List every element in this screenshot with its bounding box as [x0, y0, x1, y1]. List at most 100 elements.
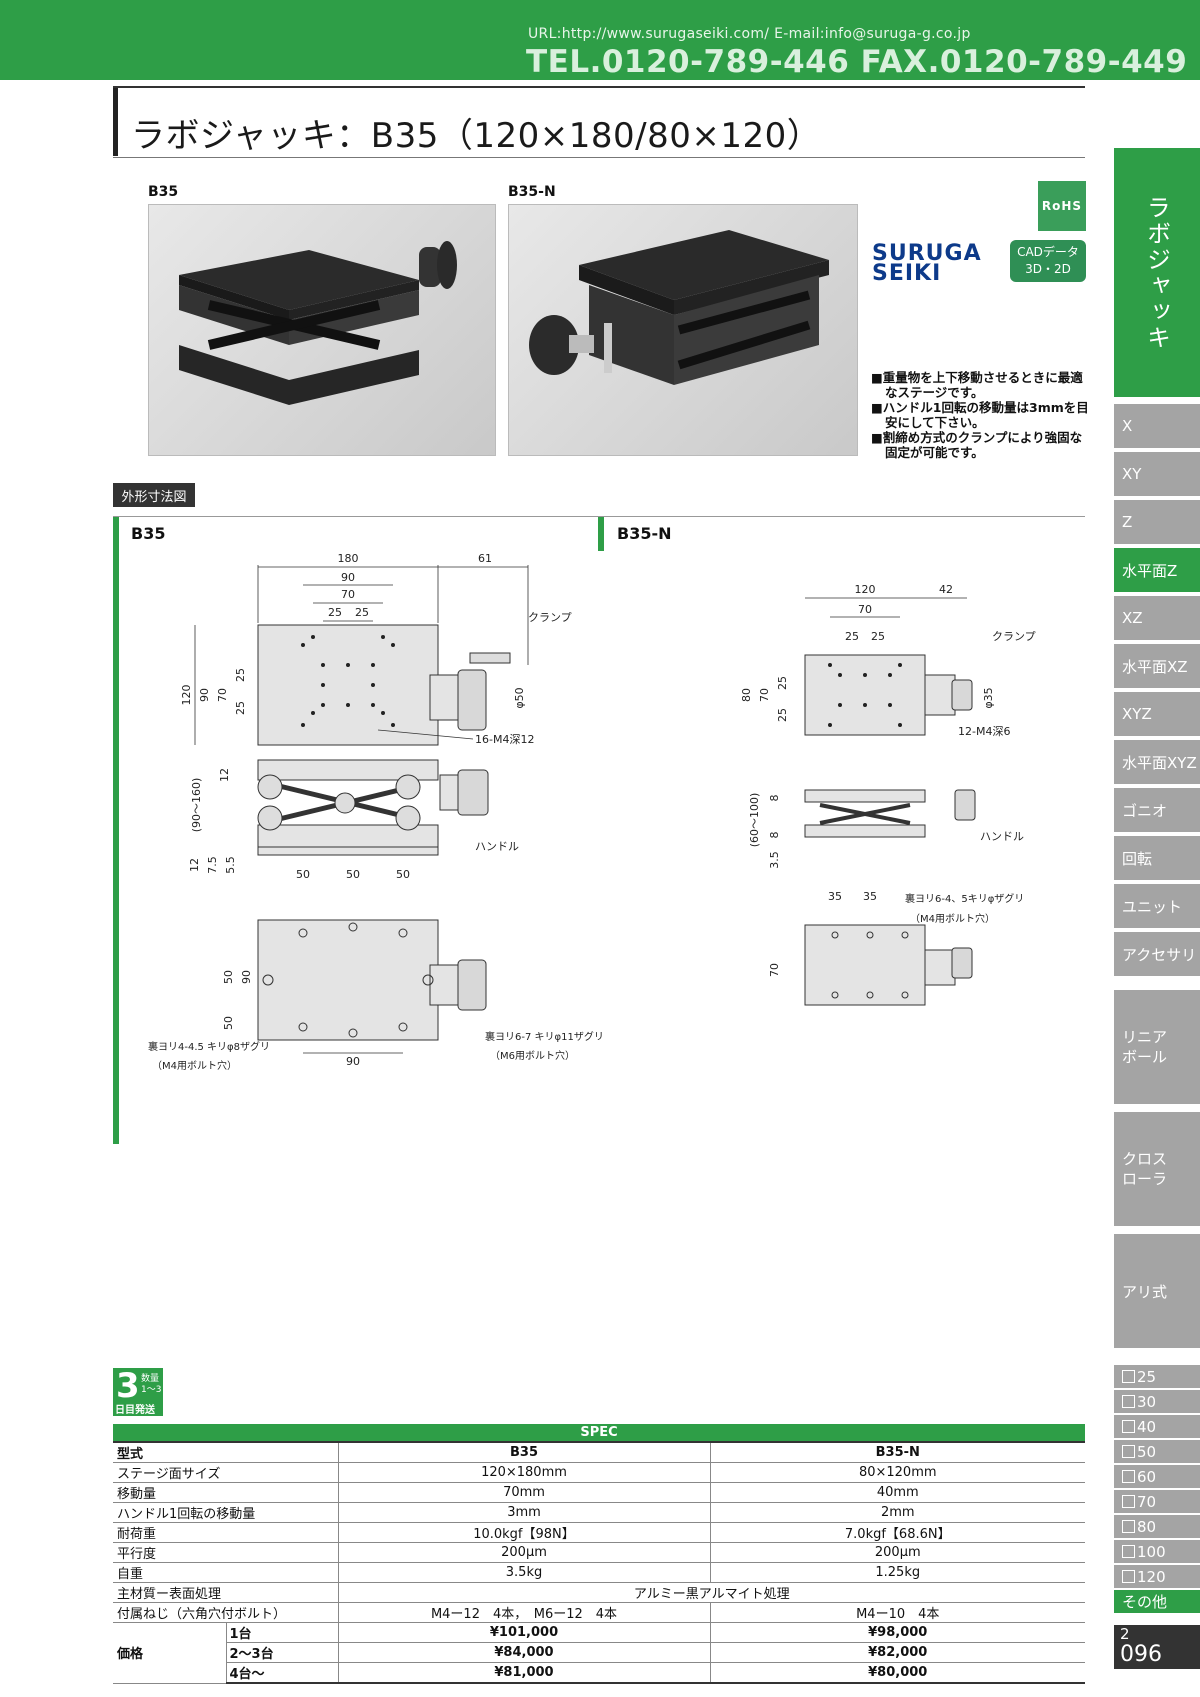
sidebar-tab-label: アクセサリ [1122, 945, 1197, 964]
dim-range: (60〜100) [748, 793, 761, 848]
dim-70: 70 [858, 603, 872, 616]
size-filter-30[interactable]: 30 [1114, 1390, 1200, 1414]
size-filter-70[interactable]: 70 [1114, 1490, 1200, 1514]
dim-range: (90〜160) [190, 778, 203, 833]
price-b35n: ¥82,000 [709, 1642, 1085, 1663]
sidebar-tab-xz[interactable]: XZ [1114, 596, 1200, 641]
sidebar-tab-dovetail[interactable]: アリ式 [1114, 1234, 1200, 1349]
sidebar-tab-accessory[interactable]: アクセサリ [1114, 932, 1200, 977]
sidebar-tab-cross-roller[interactable]: クロス ローラ [1114, 1112, 1200, 1227]
feature-item: ■ハンドル1回転の移動量は3mmを目安にして下さい。 [871, 400, 1089, 430]
sidebar-tab-label: ユニット [1122, 897, 1183, 916]
row-label: 耐荷重 [113, 1522, 338, 1543]
table-row: 2〜3台 ¥84,000 ¥82,000 [113, 1642, 1085, 1663]
size-filter-100[interactable]: 100 [1114, 1540, 1200, 1564]
cad-data-badge[interactable]: CADデータ 3D・2D [1010, 240, 1086, 282]
size-filter-40[interactable]: 40 [1114, 1415, 1200, 1439]
label-handle: ハンドル [980, 830, 1024, 843]
size-filter-120[interactable]: 120 [1114, 1565, 1200, 1589]
size-label: 60 [1137, 1467, 1157, 1486]
sidebar-tab-horizontal-z[interactable]: 水平面Z [1114, 548, 1200, 593]
page-section: 2 [1120, 1625, 1130, 1643]
price-b35n: ¥80,000 [709, 1662, 1085, 1684]
dim-25a: 25 [845, 630, 859, 643]
sidebar-tab-horizontal-xyz[interactable]: 水平面XYZ [1114, 740, 1200, 785]
badge-number: 3 [116, 1366, 140, 1406]
drawing-label-b35n: B35-N [617, 524, 672, 543]
square-icon [1122, 1520, 1135, 1533]
sidebar-tab-lab-jack[interactable]: ラボジャッキ [1114, 148, 1200, 398]
dim-b50c: 50 [396, 868, 410, 881]
drawing-b35n-bar [598, 517, 604, 551]
badge-days: 日目発送 [115, 1405, 155, 1416]
dim-h8b: 8 [768, 832, 781, 839]
sidebar-tab-xy[interactable]: XY [1114, 452, 1200, 497]
dim-70: 70 [341, 588, 355, 601]
label-m6-bolt: （M6用ボルト穴） [490, 1049, 575, 1062]
cell: M4ー12 4本， M6ー12 4本 [337, 1602, 710, 1623]
sidebar-tab-x[interactable]: X [1114, 404, 1200, 449]
size-label: 40 [1137, 1417, 1157, 1436]
sidebar-tab-xyz[interactable]: XYZ [1114, 692, 1200, 737]
sidebar-tab-gonio[interactable]: ゴニオ [1114, 788, 1200, 833]
price-b35: ¥84,000 [337, 1642, 710, 1663]
dim-h70: 70 [216, 688, 229, 702]
photo-label-b35n: B35-N [508, 184, 556, 200]
sidebar-tab-label: 水平面Z [1122, 561, 1178, 580]
label-clamp: クランプ [528, 611, 572, 624]
sidebar-tab-label: XYZ [1122, 705, 1152, 723]
size-label: その他 [1122, 1593, 1168, 1611]
dim-h12: 12 [218, 768, 231, 782]
size-label: 100 [1137, 1542, 1166, 1561]
table-row: 4台〜 ¥81,000 ¥80,000 [113, 1662, 1085, 1684]
size-filter-25[interactable]: 25 [1114, 1365, 1200, 1389]
dim-v70: 70 [768, 963, 781, 977]
sidebar-tab-linear-ball[interactable]: リニア ボール [1114, 990, 1200, 1105]
feature-list: ■重量物を上下移動させるときに最適なステージです。 ■ハンドル1回転の移動量は3… [871, 370, 1091, 460]
page-title: ラボジャッキ：B35（120×180/80×120） [131, 116, 822, 156]
square-icon [1122, 1495, 1135, 1508]
dim-b35b: 35 [863, 890, 877, 903]
section-rule [113, 516, 1085, 517]
dim-h25b: 25 [776, 708, 789, 722]
size-filter-80[interactable]: 80 [1114, 1515, 1200, 1539]
sidebar-tab-rotation[interactable]: 回転 [1114, 836, 1200, 881]
cell: 7.0kgf【68.6N】 [709, 1522, 1085, 1543]
product-photo-b35 [148, 204, 496, 456]
dim-42: 42 [939, 583, 953, 596]
size-label: 50 [1137, 1442, 1157, 1461]
label-tapped-holes: 12-M4深6 [958, 725, 1010, 738]
row-label: ステージ面サイズ [113, 1462, 338, 1483]
sidebar-tab-label: 水平面XZ [1122, 657, 1188, 676]
table-row: 価格 1台 ¥101,000 ¥98,000 [113, 1622, 1085, 1684]
cell: 70mm [337, 1482, 710, 1503]
label-counterbore-m4: 裏ヨリ4-4.5 キリφ8ザグリ [148, 1040, 270, 1053]
col-b35: B35 [337, 1441, 710, 1463]
sidebar-tab-z[interactable]: Z [1114, 500, 1200, 545]
title-accent-bar [113, 88, 118, 156]
dim-bot90: 90 [346, 1055, 360, 1068]
spec-heading: SPEC [113, 1424, 1085, 1442]
cell: 3mm [337, 1502, 710, 1523]
table-row: 型式 B35 B35-N [113, 1441, 1085, 1463]
page-number: 096 [1120, 1642, 1162, 1667]
sidebar-tab-horizontal-xz[interactable]: 水平面XZ [1114, 644, 1200, 689]
row-label: 自重 [113, 1562, 338, 1583]
sidebar-tab-label: ラボジャッキ [1142, 194, 1171, 351]
size-label: 80 [1137, 1517, 1157, 1536]
logo-line1: SURUGA [872, 241, 982, 266]
cell: 40mm [709, 1482, 1085, 1503]
dim-v90: 90 [240, 970, 253, 984]
contact-url: URL:http://www.surugaseiki.com/ E-mail:i… [528, 26, 971, 42]
size-filter-50[interactable]: 50 [1114, 1440, 1200, 1464]
sidebar-tab-unit[interactable]: ユニット [1114, 884, 1200, 929]
size-filter-other[interactable]: その他 [1114, 1590, 1200, 1614]
size-filter-60[interactable]: 60 [1114, 1465, 1200, 1489]
price-b35: ¥81,000 [337, 1662, 710, 1684]
dim-b50b: 50 [346, 868, 360, 881]
page-number-box: 2 096 [1114, 1625, 1200, 1669]
square-icon [1122, 1445, 1135, 1458]
